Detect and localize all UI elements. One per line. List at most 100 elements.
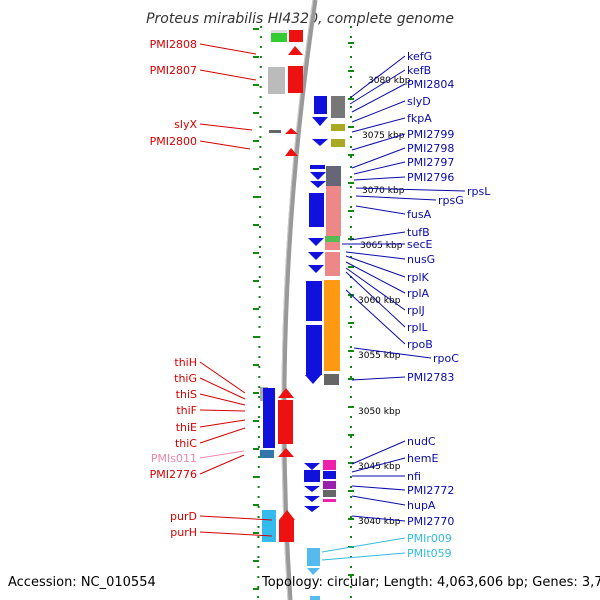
gene-block[interactable] [310,165,325,169]
gene-label[interactable]: nudC [407,435,436,448]
gene-block[interactable] [269,130,281,133]
gene-arrow[interactable] [278,388,294,398]
gene-block[interactable] [324,280,340,325]
gene-arrow[interactable] [308,265,324,273]
gene-arrow[interactable] [310,172,326,180]
gene-label[interactable]: fkpA [407,112,432,125]
gene-block[interactable] [289,30,303,42]
gene-block[interactable] [324,325,340,371]
gene-label[interactable]: PMIs011 [151,452,197,465]
gene-label[interactable]: thiG [174,372,197,385]
gene-arrow[interactable] [310,181,326,188]
gene-block[interactable] [262,510,276,542]
gene-block[interactable] [278,400,293,444]
gene-block[interactable] [326,186,341,236]
gene-block[interactable] [271,30,287,33]
gene-label[interactable]: rpoC [433,352,459,365]
gene-label[interactable]: rplK [407,271,430,284]
gene-label[interactable]: nfi [407,470,421,483]
gene-label[interactable]: tufB [407,226,430,239]
gene-arrow[interactable] [285,128,298,134]
scale-dot [257,436,260,438]
gene-arrow[interactable] [285,148,298,156]
gene-arrow[interactable] [304,486,320,492]
gene-block[interactable] [268,67,285,94]
gene-label[interactable]: purD [170,510,197,523]
gene-label[interactable]: rpsL [467,185,491,198]
gene-block[interactable] [323,460,336,470]
gene-label[interactable]: PMI2776 [150,468,197,481]
gene-label[interactable]: PMIt059 [407,547,452,560]
gene-label[interactable]: rpoB [407,338,433,351]
gene-block[interactable] [323,481,336,489]
gene-label[interactable]: rpsG [438,194,464,207]
gene-label[interactable]: PMI2772 [407,484,454,497]
gene-block[interactable] [314,96,327,114]
gene-label[interactable]: rplA [407,287,430,300]
gene-label[interactable]: kefG [407,50,432,63]
gene-label[interactable]: PMI2797 [407,156,454,169]
scale-tick [253,28,259,30]
gene-label[interactable]: hemE [407,452,438,465]
gene-block[interactable] [307,548,320,566]
gene-arrow[interactable] [308,238,324,246]
kbp-label: 3060 kbp [358,296,401,306]
gene-block[interactable] [310,596,320,600]
gene-label[interactable]: PMI2796 [407,171,454,184]
gene-label[interactable]: slyX [174,118,197,131]
gene-label[interactable]: PMI2808 [150,38,197,51]
gene-label[interactable]: secE [407,238,433,251]
gene-arrow[interactable] [304,496,320,502]
gene-arrow[interactable] [304,463,320,470]
gene-label[interactable]: thiC [175,437,197,450]
gene-label[interactable]: PMIr009 [407,532,452,545]
gene-label[interactable]: thiH [174,356,197,369]
gene-block[interactable] [309,193,324,227]
gene-block[interactable] [323,499,336,502]
gene-block[interactable] [306,281,322,321]
gene-block[interactable] [323,471,336,479]
gene-block[interactable] [325,252,340,276]
gene-label[interactable]: nusG [407,253,435,266]
gene-label[interactable]: PMI2807 [150,64,197,77]
gene-block[interactable] [325,242,340,250]
gene-block[interactable] [323,490,336,497]
gene-block[interactable] [304,470,320,482]
gene-arrow[interactable] [312,117,328,126]
gene-block[interactable] [331,96,345,118]
gene-block[interactable] [306,325,322,375]
gene-arrow[interactable] [308,252,324,260]
gene-label[interactable]: PMI2804 [407,78,454,91]
gene-label[interactable]: kefB [407,64,431,77]
gene-label[interactable]: hupA [407,499,436,512]
gene-label[interactable]: rplL [407,321,429,334]
gene-block[interactable] [331,139,345,147]
gene-arrow[interactable] [305,375,321,384]
gene-label[interactable]: PMI2800 [150,135,197,148]
gene-label[interactable]: purH [170,526,197,539]
gene-block[interactable] [331,124,345,131]
gene-label[interactable]: thiF [176,404,197,417]
gene-block[interactable] [326,166,341,186]
gene-arrow[interactable] [278,448,294,457]
gene-label[interactable]: PMI2799 [407,128,454,141]
gene-block[interactable] [279,520,294,542]
gene-arrow[interactable] [304,506,320,512]
gene-label[interactable]: thiE [176,421,197,434]
gene-label[interactable]: PMI2770 [407,515,454,528]
gene-block[interactable] [263,388,275,448]
gene-label[interactable]: slyD [407,95,431,108]
gene-arrow[interactable] [279,510,295,520]
gene-label[interactable]: PMI2798 [407,142,454,155]
gene-label[interactable]: rplJ [407,304,425,317]
gene-block[interactable] [288,66,303,93]
gene-block[interactable] [325,236,340,242]
gene-block[interactable] [260,450,274,458]
gene-arrow[interactable] [312,139,328,146]
gene-arrow[interactable] [307,568,320,575]
gene-arrow[interactable] [288,46,303,55]
gene-label[interactable]: fusA [407,208,432,221]
gene-label[interactable]: PMI2783 [407,371,454,384]
gene-block[interactable] [324,374,339,385]
gene-label[interactable]: thiS [176,388,197,401]
